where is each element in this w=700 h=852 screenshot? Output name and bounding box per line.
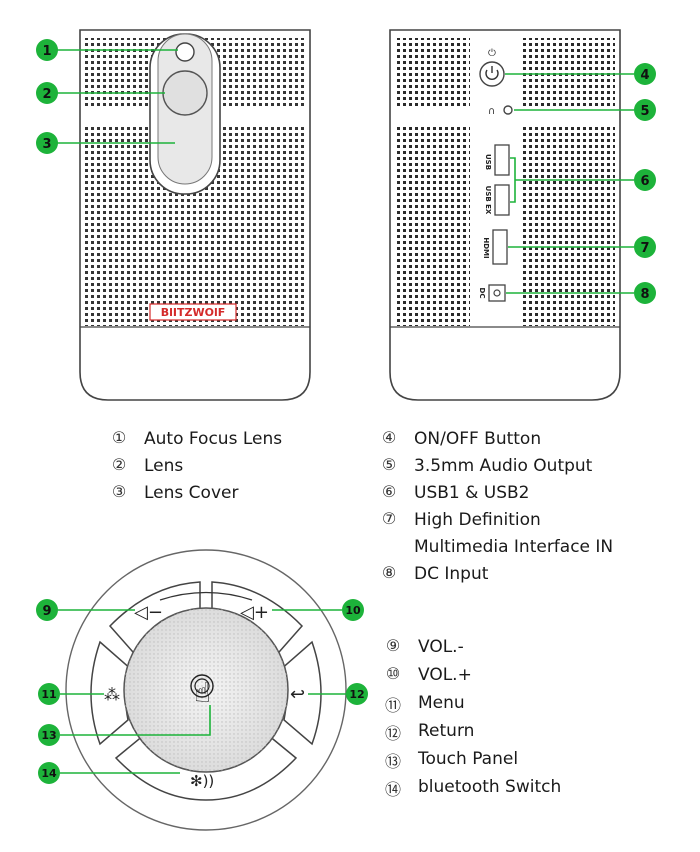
svg-text:8: 8 <box>640 287 649 302</box>
auto-focus-lens <box>175 42 195 62</box>
usb-label: USB <box>484 154 492 170</box>
callout-10: 10 <box>342 599 364 621</box>
legend-item: ⑧ DC Input <box>381 563 489 584</box>
svg-text:14: 14 <box>41 767 57 780</box>
svg-text:6: 6 <box>640 174 649 189</box>
legend-item: ⑥ USB1 & USB2 <box>381 482 530 503</box>
power-button <box>479 61 505 87</box>
svg-text:12: 12 <box>349 688 364 701</box>
svg-text:9: 9 <box>42 604 51 619</box>
vol-minus-icon: ◁− <box>134 602 163 623</box>
volume-arc-arrow <box>159 591 253 601</box>
bluetooth-icon: ✻)) <box>190 772 214 790</box>
back-view: ⏻ ∩ USB USB EX HDMI DC <box>389 29 621 401</box>
headphone-icon: ∩ <box>488 106 495 117</box>
callout-1: 1 <box>36 39 58 61</box>
power-icon: ⏻ <box>488 48 496 59</box>
svg-text:5: 5 <box>640 104 649 119</box>
legend-item: ⑦ High Definition <box>381 509 541 530</box>
dc-label: DC <box>478 288 486 299</box>
svg-text:10: 10 <box>345 604 361 617</box>
callout-3: 3 <box>36 132 58 154</box>
usb-ex-label: USB EX <box>484 186 492 215</box>
callout-6: 6 <box>634 169 656 191</box>
usb-port-2 <box>494 184 510 216</box>
svg-text:1: 1 <box>42 44 51 59</box>
legend-item: ③ Lens Cover <box>111 482 239 503</box>
legend-item: ⑬ Touch Panel <box>384 749 519 771</box>
callout-14: 14 <box>38 762 60 784</box>
vol-plus-icon: ◁+ <box>240 602 269 623</box>
svg-text:13: 13 <box>41 729 56 742</box>
svg-text:4: 4 <box>640 68 649 83</box>
front-view: BlITZWOlF <box>79 29 311 401</box>
callout-badges: 1 2 3 4 5 6 7 8 9 10 11 12 13 14 <box>36 39 656 784</box>
callout-5: 5 <box>634 99 656 121</box>
legend-item: ④ ON/OFF Button <box>381 428 542 449</box>
usb-port-1 <box>494 144 510 176</box>
brand-logo: BlITZWOlF <box>161 306 226 319</box>
legend-item: ① Auto Focus Lens <box>111 428 283 449</box>
callout-8: 8 <box>634 282 656 304</box>
legend-item: ⑩ VOL.+ <box>385 664 472 685</box>
callout-13: 13 <box>38 724 60 746</box>
legend-item: ⑤ 3.5mm Audio Output <box>381 455 593 476</box>
legend-item: ⑭ bluetooth Switch <box>384 777 562 799</box>
svg-text:11: 11 <box>41 688 56 701</box>
legend-item: ② Lens <box>111 455 184 476</box>
svg-text:2: 2 <box>42 87 51 102</box>
callout-12: 12 <box>346 683 368 705</box>
hdmi-label: HDMI <box>482 237 490 258</box>
svg-text:3: 3 <box>42 137 51 152</box>
return-icon: ↩ <box>290 684 305 705</box>
legend-item: Multimedia Interface IN <box>414 537 614 557</box>
audio-jack <box>503 105 513 115</box>
top-view: ◁− ◁+ ⁂ ↩ ✻)) ☝ <box>65 549 347 831</box>
svg-text:7: 7 <box>640 241 649 256</box>
callout-7: 7 <box>634 236 656 258</box>
leader-lines <box>56 49 634 774</box>
callout-2: 2 <box>36 82 58 104</box>
callout-11: 11 <box>38 683 60 705</box>
hdmi-port <box>492 229 508 265</box>
menu-icon: ⁂ <box>104 685 120 704</box>
brand-logo-badge <box>149 303 237 321</box>
legend-item: ⑪ Menu <box>384 693 465 715</box>
legend-item: ⑫ Return <box>384 721 475 743</box>
legend-item: ⑨ VOL.- <box>385 636 464 657</box>
lens <box>162 70 208 116</box>
callout-9: 9 <box>36 599 58 621</box>
callout-4: 4 <box>634 63 656 85</box>
